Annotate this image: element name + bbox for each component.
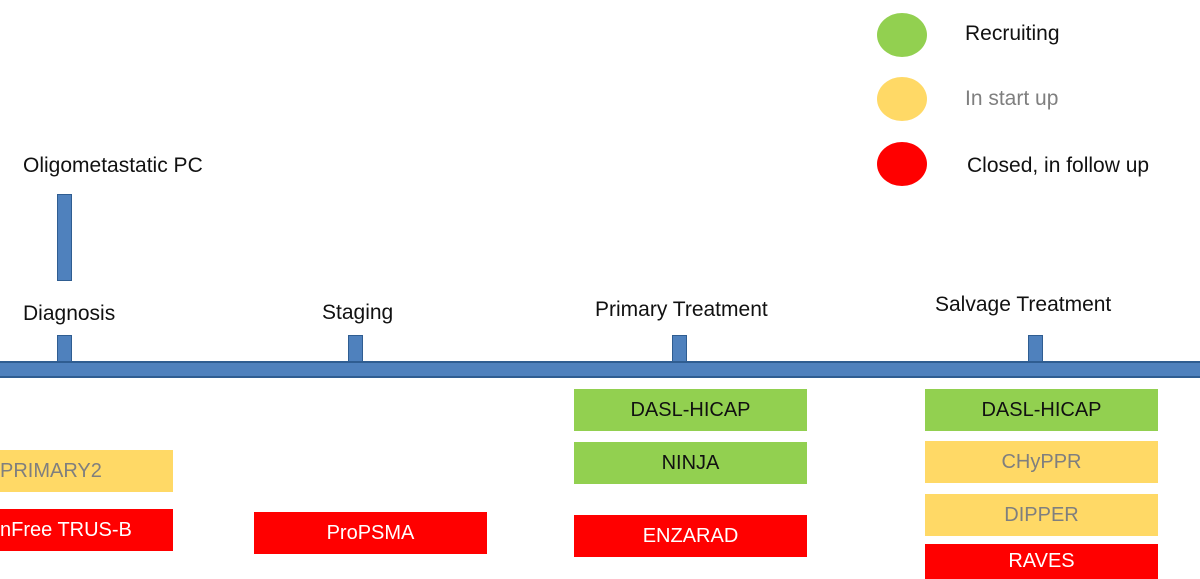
trial-staging-propsma: ProPSMA — [254, 512, 487, 554]
trial-diagnosis-primary2: PRIMARY2 — [0, 450, 173, 492]
tick-primary-treatment — [672, 335, 687, 363]
trial-primary-ninja: NINJA — [574, 442, 807, 484]
tick-staging — [348, 335, 363, 363]
trial-salvage-chyppr: CHyPPR — [925, 441, 1158, 483]
legend-closed-dot — [877, 142, 927, 186]
legend-start-up-label: In start up — [965, 87, 1059, 110]
stage-label-salvage-treatment: Salvage Treatment — [935, 293, 1112, 316]
legend-recruiting-dot — [877, 13, 927, 57]
stage-label-oligometastatic: Oligometastatic PC — [23, 154, 203, 177]
trial-primary-enzarad: ENZARAD — [574, 515, 807, 557]
tick-diagnosis — [57, 335, 72, 363]
legend-start-up-dot — [877, 77, 927, 121]
stage-label-staging: Staging — [322, 301, 394, 324]
timeline-bar — [0, 361, 1200, 378]
legend-closed-label: Closed, in follow up — [967, 154, 1150, 177]
trial-primary-dasl-hicap: DASL-HICAP — [574, 389, 807, 431]
legend-recruiting-label: Recruiting — [965, 22, 1060, 45]
stage-label-primary-treatment: Primary Treatment — [595, 298, 768, 321]
oligometastatic-bar — [57, 194, 72, 281]
trial-salvage-dasl-hicap: DASL-HICAP — [925, 389, 1158, 431]
trial-salvage-dipper: DIPPER — [925, 494, 1158, 536]
stage-label-diagnosis: Diagnosis — [23, 302, 116, 325]
trial-salvage-raves: RAVES — [925, 544, 1158, 579]
trial-diagnosis-nfree-trus-b: nFree TRUS-B — [0, 509, 173, 551]
tick-salvage-treatment — [1028, 335, 1043, 363]
